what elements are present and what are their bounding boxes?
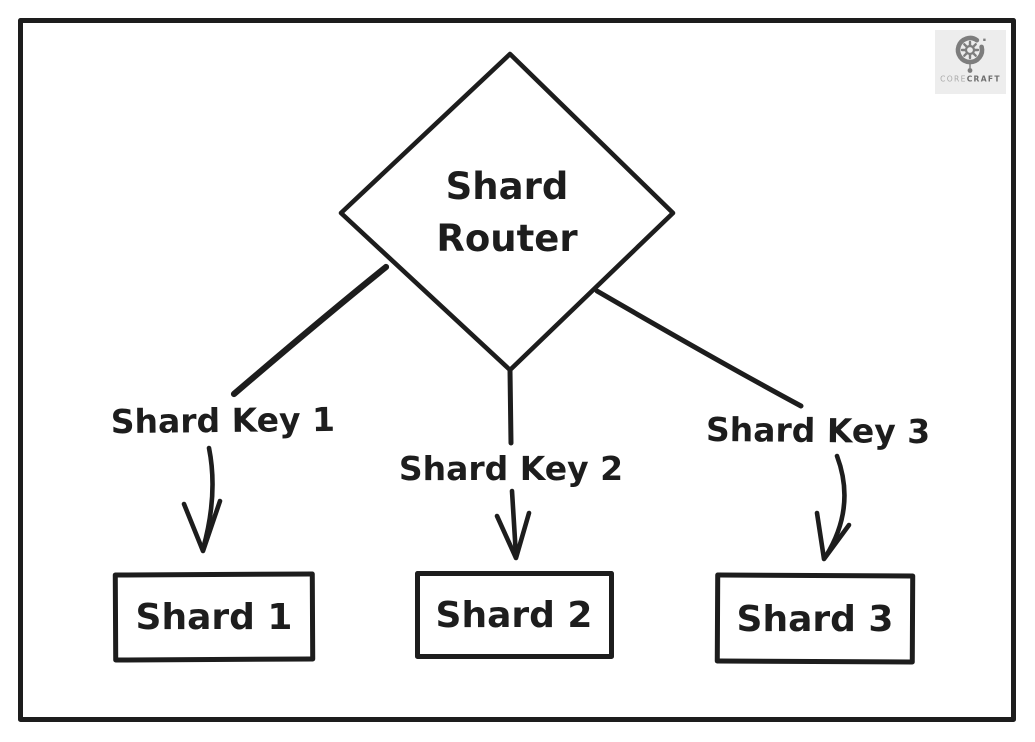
- corecraft-logo-icon: [955, 35, 986, 73]
- edge-shard-2: [494, 367, 532, 561]
- watermark-brand-text: CORECRAFT: [940, 75, 1001, 84]
- edge-shard-1: [181, 263, 390, 554]
- router-label-line1: Shard: [446, 165, 569, 208]
- shard-box-label-2: Shard 2: [436, 595, 593, 636]
- watermark-brand-bold: CRAFT: [967, 75, 1001, 84]
- shard-node-1: Shard 1: [112, 571, 316, 663]
- arrow-stem-2: [509, 488, 519, 559]
- shard-node-3: Shard 3: [714, 572, 916, 665]
- arrow-head-2: [494, 510, 532, 561]
- shard-box-2: [415, 571, 614, 659]
- watermark: CORECRAFT: [935, 30, 1006, 94]
- router-label-line2: Router: [436, 217, 578, 260]
- shard-box-label-1: Shard 1: [136, 597, 293, 638]
- edge-shard-3: [594, 288, 852, 562]
- shard-node-2: Shard 2: [415, 571, 614, 659]
- edge-line-3: [594, 288, 804, 409]
- edge-line-1: [230, 263, 390, 398]
- shard-box-3: [714, 572, 916, 665]
- shard-key-label-1: Shard Key 1: [111, 400, 336, 441]
- watermark-brand-light: CORE: [940, 75, 967, 84]
- edge-line-2: [507, 367, 514, 446]
- shard-key-label-3: Shard Key 3: [706, 410, 931, 451]
- shard-key-label-2: Shard Key 2: [399, 449, 623, 488]
- arrow-head-1: [181, 498, 223, 554]
- shard-box-label-3: Shard 3: [737, 599, 894, 640]
- arrow-head-3: [814, 510, 852, 562]
- shard-box-1: [112, 571, 316, 663]
